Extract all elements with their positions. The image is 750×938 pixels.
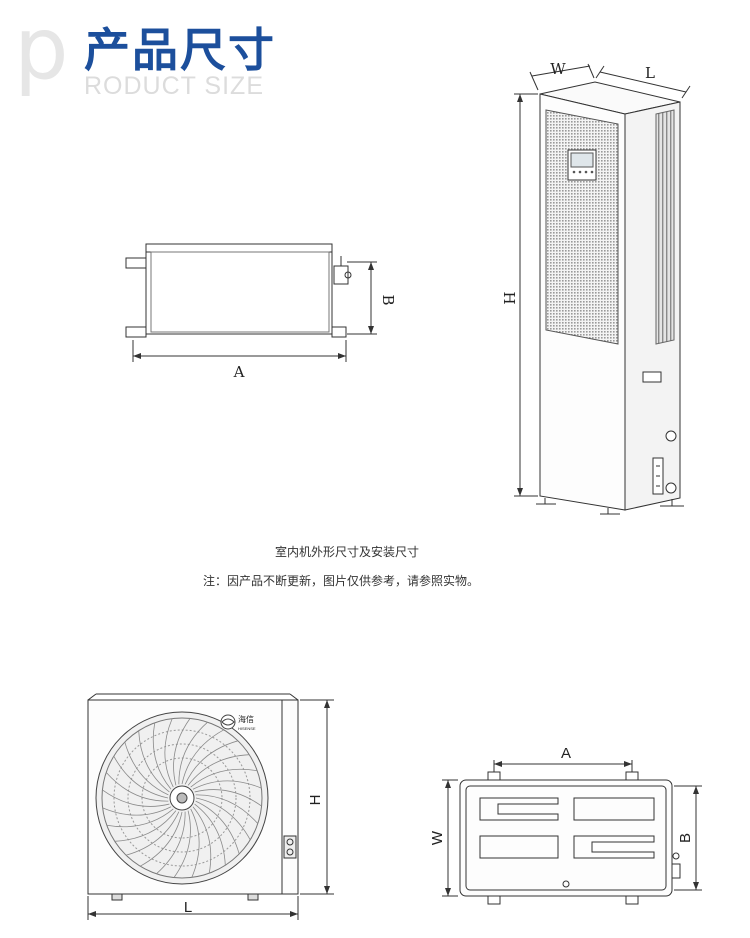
fan-spoke (124, 741, 169, 796)
caption-note: 注：因产品不断更新，图片仅供参考，请参照实物。 (203, 574, 480, 588)
dimension-label-a: A (233, 363, 245, 381)
fan-spoke (194, 803, 226, 866)
fan-spoke (164, 718, 174, 788)
fan-spoke (190, 808, 200, 878)
caption-indoor-dimensions: 室内机外形尺寸及安装尺寸 (275, 545, 420, 559)
fan-spoke (106, 808, 174, 828)
dimension-label-b: B (379, 294, 397, 305)
brand-logo-icon (220, 714, 236, 730)
fan-spoke (156, 811, 186, 875)
fan-spoke (184, 740, 239, 785)
fan-spoke (152, 722, 172, 790)
fan-guard-spokes (102, 718, 262, 878)
brand-name: 海信 (238, 714, 254, 724)
page-title: 产品尺寸 (84, 23, 276, 77)
fan-spoke (173, 718, 191, 786)
fan-spoke (139, 811, 183, 867)
dimension-label-h: H (307, 795, 324, 806)
fan-spoke (114, 810, 177, 842)
fan-spoke (181, 729, 225, 785)
dimension-label-w: W (429, 830, 446, 845)
indoor-unit-diagram: W L H (500, 60, 691, 515)
outdoor-unit-front-diagram: 海信 HISENSE H L (87, 693, 334, 920)
fan-spoke (187, 754, 250, 786)
fan-spoke (190, 768, 258, 788)
fan-spoke (105, 772, 169, 802)
dimension-label-l: L (645, 64, 655, 82)
fan-spoke (192, 780, 262, 790)
dimension-label-b: B (677, 833, 694, 843)
outdoor-unit-base-diagram: A W B (429, 745, 702, 905)
fan-spoke (125, 811, 180, 856)
page-subtitle: RODUCT SIZE (84, 72, 264, 100)
fan-spoke (178, 721, 208, 785)
fan-spoke (102, 789, 170, 807)
fan-spoke (195, 797, 251, 841)
fan-spoke (173, 810, 191, 878)
fan-spoke (192, 806, 212, 874)
fan-spoke (102, 806, 172, 816)
fan-spoke (195, 800, 240, 855)
fan-spoke (195, 794, 259, 824)
fan-spoke (138, 730, 170, 793)
header-letter-p: p (14, 0, 69, 99)
dimension-label-w: W (550, 60, 566, 78)
fan-spoke (194, 789, 262, 807)
indoor-top-view-diagram: A B (125, 243, 397, 381)
dimension-label-l: L (184, 899, 192, 916)
dimension-label-h: H (500, 291, 518, 304)
brand-name-en: HISENSE (238, 726, 256, 731)
dimension-label-a: A (561, 745, 571, 762)
fan-spoke (113, 755, 169, 799)
